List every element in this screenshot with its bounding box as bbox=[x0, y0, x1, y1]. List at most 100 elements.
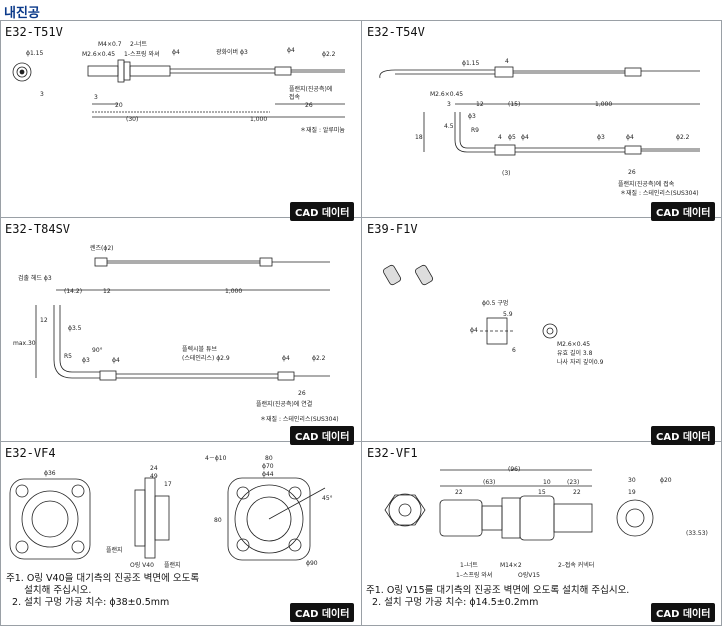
dim-label: ϕ3 bbox=[468, 113, 476, 120]
dim-label: 26 bbox=[298, 390, 306, 397]
dim-label: O링 V40 bbox=[130, 562, 154, 569]
dim-label: (3) bbox=[502, 170, 511, 177]
cad-data-button[interactable]: CAD 데이터 bbox=[651, 426, 716, 445]
dim-label: M2.6×0.45 bbox=[557, 341, 590, 348]
dim-label: 광화이버 ϕ3 bbox=[216, 48, 248, 56]
dim-label: 12 bbox=[476, 101, 484, 108]
panel-title-vf1: E32-VF1 bbox=[367, 446, 418, 460]
dim-label: ϕ5 bbox=[508, 134, 516, 141]
dim-label: 2–접속 커넥터 bbox=[558, 561, 594, 569]
dim-label: 22 bbox=[573, 489, 581, 496]
dim-label: 플랜지(진공측)에 bbox=[289, 85, 332, 93]
dim-label: 5.9 bbox=[503, 311, 513, 318]
dim-label: 19 bbox=[628, 489, 636, 496]
drawing-vf1 bbox=[384, 469, 654, 541]
grid-divider bbox=[361, 20, 362, 626]
notes-vf1: 주1. O링 V15를 대기측의 진공조 벽면에 오도록 설치해 주십시오. 2… bbox=[366, 585, 629, 609]
dim-label: 22 bbox=[455, 489, 463, 496]
dim-label: 49 bbox=[150, 473, 158, 480]
dim-label: 1-스프링 와셔 bbox=[124, 50, 160, 58]
dim-label: 17 bbox=[164, 481, 172, 488]
dim-label: 20 bbox=[115, 102, 123, 109]
dim-label: 10 bbox=[543, 479, 551, 486]
dim-label: 렌즈(ϕ2) bbox=[90, 244, 114, 252]
dim-label: R9 bbox=[471, 127, 479, 134]
dim-label: 30 bbox=[628, 477, 636, 484]
dim-label: (33.53) bbox=[686, 530, 708, 537]
dim-label: 4.5 bbox=[444, 123, 454, 130]
dim-label: 15 bbox=[538, 489, 546, 496]
dim-label: 검출 헤드 ϕ3 bbox=[18, 274, 52, 282]
dim-label: (23) bbox=[567, 479, 579, 486]
dim-label: (스테인리스) ϕ2.9 bbox=[182, 354, 230, 362]
dim-label: 24 bbox=[150, 465, 158, 472]
dim-label: 12 bbox=[40, 317, 48, 324]
panel-title-f1v: E39-F1V bbox=[367, 222, 418, 236]
dim-label: 18 bbox=[415, 134, 423, 141]
dim-label: ϕ2.2 bbox=[312, 355, 326, 362]
drawing-t54v bbox=[379, 66, 700, 156]
dim-label: 26 bbox=[628, 169, 636, 176]
dim-label: 플랜지 bbox=[164, 561, 181, 569]
dim-label: 3 bbox=[40, 91, 44, 98]
dim-label: 4 bbox=[498, 134, 502, 141]
dim-label: 접속 bbox=[289, 93, 301, 101]
cad-data-button[interactable]: CAD 데이터 bbox=[651, 202, 716, 221]
note-line: 2. 설치 구멍 가공 치수: ϕ38±0.5mm bbox=[6, 597, 170, 608]
grid-divider bbox=[0, 441, 722, 442]
panel-title-t51v: E32-T51V bbox=[5, 25, 63, 39]
dim-label: M2.6×0.45 bbox=[82, 51, 115, 58]
dim-label: 3 bbox=[447, 101, 451, 108]
dim-label: 45° bbox=[322, 495, 333, 502]
dim-label: 80 bbox=[265, 455, 273, 462]
dim-label: ϕ0.5 구멍 bbox=[482, 299, 508, 307]
dim-label: 나사 자리 깊이0.9 bbox=[557, 358, 604, 366]
dim-label: ϕ2.2 bbox=[676, 134, 690, 141]
dim-label: ϕ2.2 bbox=[322, 51, 336, 58]
dim-label: 플렉시블 튜브 bbox=[182, 346, 218, 353]
drawing-t84sv bbox=[35, 257, 330, 381]
note-line: 주1. O링 V15를 대기측의 진공조 벽면에 오도록 설치해 주십시오. bbox=[366, 585, 630, 596]
dim-label: ϕ4 bbox=[282, 355, 290, 362]
page-title: 내진공 bbox=[4, 6, 40, 21]
drawing-vf4 bbox=[9, 477, 326, 561]
dim-label: 1–너트 bbox=[460, 561, 478, 569]
note-line: 설치해 주십시오. bbox=[6, 585, 92, 596]
cad-data-button[interactable]: CAD 데이터 bbox=[290, 426, 355, 445]
dim-label: ϕ3 bbox=[597, 134, 605, 141]
drawing-f1v bbox=[383, 264, 558, 345]
cad-data-button[interactable]: CAD 데이터 bbox=[290, 603, 355, 622]
dim-label: (15) bbox=[508, 101, 520, 108]
dim-label: M2.6×0.45 bbox=[430, 91, 463, 98]
dim-label: ϕ4 bbox=[521, 134, 529, 141]
dim-label: 80 bbox=[214, 517, 222, 524]
dim-label: ϕ44 bbox=[262, 471, 274, 478]
grid-divider bbox=[0, 217, 722, 218]
panel-title-t84sv: E32-T84SV bbox=[5, 222, 71, 236]
dim-label: ϕ1.15 bbox=[462, 60, 480, 67]
note-line: 2. 설치 구멍 가공 치수: ϕ14.5±0.2mm bbox=[366, 597, 539, 608]
dim-label: 1,000 bbox=[595, 101, 612, 108]
dim-label: (63) bbox=[483, 479, 495, 486]
dim-label: 1,000 bbox=[225, 288, 242, 295]
dim-label: ϕ90 bbox=[306, 560, 318, 567]
dim-label: 6 bbox=[512, 347, 516, 354]
dim-label: 3 bbox=[94, 94, 98, 101]
dim-label: ϕ4 bbox=[626, 134, 634, 141]
dim-label: max.30 bbox=[13, 340, 36, 347]
cad-data-button[interactable]: CAD 데이터 bbox=[290, 202, 355, 221]
dim-label: ϕ20 bbox=[660, 477, 672, 484]
dim-label: ϕ3.5 bbox=[68, 325, 82, 332]
dim-label: ϕ4 bbox=[287, 47, 295, 54]
panel-title-t54v: E32-T54V bbox=[367, 25, 425, 39]
cad-data-button[interactable]: CAD 데이터 bbox=[651, 603, 716, 622]
dim-label: 2-너트 bbox=[130, 40, 148, 48]
dim-label: 90° bbox=[92, 347, 103, 354]
dim-label: 유효 길이 3.8 bbox=[557, 349, 593, 357]
dim-label: M14×2 bbox=[500, 562, 522, 569]
dim-label: ϕ4 bbox=[172, 49, 180, 56]
dim-label: ϕ3 bbox=[82, 357, 90, 364]
dim-label: ϕ4 bbox=[112, 357, 120, 364]
dim-label: 4－ϕ10 bbox=[205, 455, 227, 462]
